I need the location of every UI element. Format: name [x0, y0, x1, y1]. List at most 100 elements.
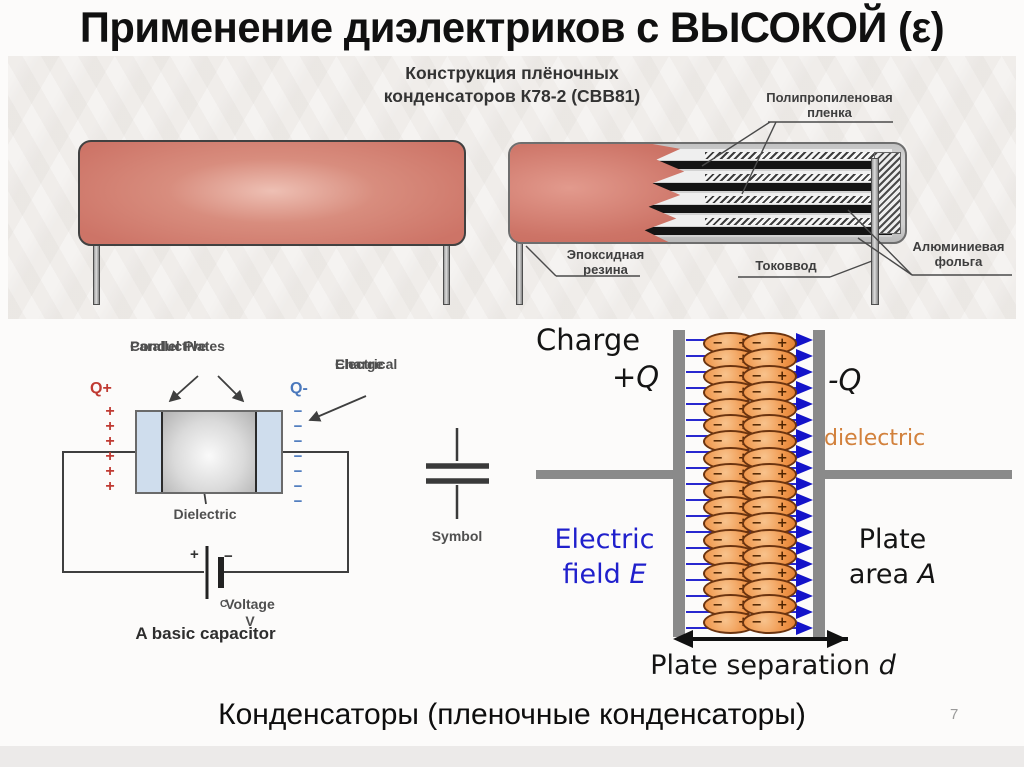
film-label-line2: пленка: [807, 105, 852, 120]
molecule-minus: −: [712, 532, 724, 548]
molecule-minus: −: [712, 418, 724, 433]
molecule-minus: −: [712, 385, 724, 401]
voltage-text: Voltage V: [225, 596, 275, 629]
molecule-plus: +: [776, 434, 788, 450]
field-arrowhead: [796, 461, 813, 475]
dielectric-molecules: −+−+−+−+−+−+−+−+−+−+−+−+−+−+−+−+−+−+−+−+…: [530, 320, 1024, 660]
field-wire-left: [536, 470, 673, 479]
left-plate: [137, 412, 163, 492]
molecule-minus: −: [712, 434, 724, 450]
efield-variable: E: [629, 559, 647, 590]
molecule-minus: −: [751, 483, 763, 499]
construction-heading-line2: конденсаторов К78-2 (CBB81): [383, 86, 641, 106]
plus-sign: +: [105, 463, 115, 480]
molecule-plus: +: [776, 483, 788, 499]
field-arrowhead: [796, 333, 813, 347]
field-arrowhead: [796, 605, 813, 619]
separation-word: Plate separation: [650, 650, 879, 681]
molecule-plus: +: [776, 450, 788, 466]
molecule-minus: −: [751, 368, 763, 384]
label-epoxy-resin: Эпоксидная резина: [548, 247, 663, 277]
epoxy-label-line2: резина: [583, 262, 628, 277]
molecule-minus: −: [712, 450, 724, 466]
foil-label-line1: Алюминиевая: [912, 239, 1005, 254]
dielectric-field-figure: −+−+−+−+−+−+−+−+−+−+−+−+−+−+−+−+−+−+−+−+…: [530, 320, 1024, 692]
field-arrowhead: [796, 381, 813, 395]
molecule-minus: −: [751, 385, 763, 401]
dielectric-label: Dielectric: [173, 506, 237, 522]
field-arrowhead: [796, 477, 813, 491]
minus-sign: −: [293, 433, 303, 450]
film-layer: [705, 174, 883, 181]
area-line2: area A: [825, 557, 960, 592]
molecule-plus: +: [776, 532, 788, 548]
plates-label-line2: Parallel Plates: [130, 338, 225, 354]
capacitor-lead-right: [443, 242, 450, 305]
plate-separation-label: Plate separation d: [588, 650, 958, 681]
separation-arrow-line: [692, 637, 848, 641]
plus-sign: +: [105, 403, 115, 420]
molecule-plus: +: [776, 614, 788, 630]
molecule-minus: −: [751, 418, 763, 433]
cutaway-lead-right: [871, 158, 879, 305]
foil-layer: [598, 205, 892, 213]
charge-label: Charge: [536, 323, 641, 357]
film-label-line1: Полипропиленовая: [766, 90, 893, 105]
molecule-minus: −: [751, 565, 763, 581]
minus-sign: −: [293, 403, 303, 420]
field-arrowhead: [796, 349, 813, 363]
molecule-minus: −: [751, 582, 763, 597]
field-arrowhead: [796, 509, 813, 523]
right-plate: [255, 412, 281, 492]
area-variable: A: [917, 559, 937, 590]
plate-area-label: Plate area A: [825, 522, 960, 592]
field-plate-left: [673, 330, 685, 637]
molecule-plus: +: [776, 418, 788, 433]
plates-label-line1: Conductive: [130, 338, 207, 354]
plus-q-label: +Q: [612, 360, 660, 394]
molecule-minus: −: [751, 532, 763, 548]
field-arrowhead: [796, 445, 813, 459]
molecule-minus: −: [751, 434, 763, 450]
molecule-minus: −: [712, 352, 724, 368]
molecule-minus: −: [712, 598, 724, 614]
negative-charge-column: −−−−−−−: [288, 404, 308, 509]
battery-plus-sign: +: [190, 546, 199, 563]
field-plate-right: [813, 330, 825, 637]
film-layer: [705, 152, 883, 159]
basic-capacitor-caption: A basic capacitor: [135, 624, 276, 643]
field-arrowhead: [796, 365, 813, 379]
molecule-plus: +: [776, 598, 788, 614]
molecule-minus: −: [751, 336, 763, 351]
molecule-plus: +: [776, 352, 788, 368]
molecule-minus: −: [751, 467, 763, 483]
separation-arrowhead-left: [673, 630, 693, 648]
field-arrowhead: [796, 397, 813, 411]
molecule-minus: −: [712, 401, 724, 417]
cutaway-lead-left: [516, 240, 523, 305]
molecule-plus: +: [776, 500, 788, 515]
construction-heading-line1: Конструкция плёночных: [405, 63, 619, 83]
minus-sign: −: [293, 448, 303, 465]
label-polypropylene-film: Полипропиленовая пленка: [742, 90, 917, 120]
q-minus-label: Q-: [290, 380, 308, 397]
battery-minus-sign: −: [224, 548, 233, 565]
field-arrowhead: [796, 557, 813, 571]
molecule-minus: −: [712, 500, 724, 515]
field-arrowhead: [796, 541, 813, 555]
field-arrowhead: [796, 525, 813, 539]
molecule-minus: −: [712, 614, 724, 630]
positive-charge-column: ++++++: [100, 403, 120, 495]
molecule-plus: +: [776, 385, 788, 401]
minus-q-label: -Q: [828, 363, 862, 397]
capacitor-cross-section: [135, 410, 283, 494]
minus-sign: −: [293, 463, 303, 480]
field-arrowhead: [796, 589, 813, 603]
molecule-minus: −: [751, 500, 763, 515]
efield-line2: field E: [532, 557, 677, 592]
plus-sign: +: [105, 433, 115, 450]
area-word: area: [848, 559, 918, 590]
plus-sign: +: [105, 448, 115, 465]
dielectric-molecule: −+: [742, 610, 797, 634]
